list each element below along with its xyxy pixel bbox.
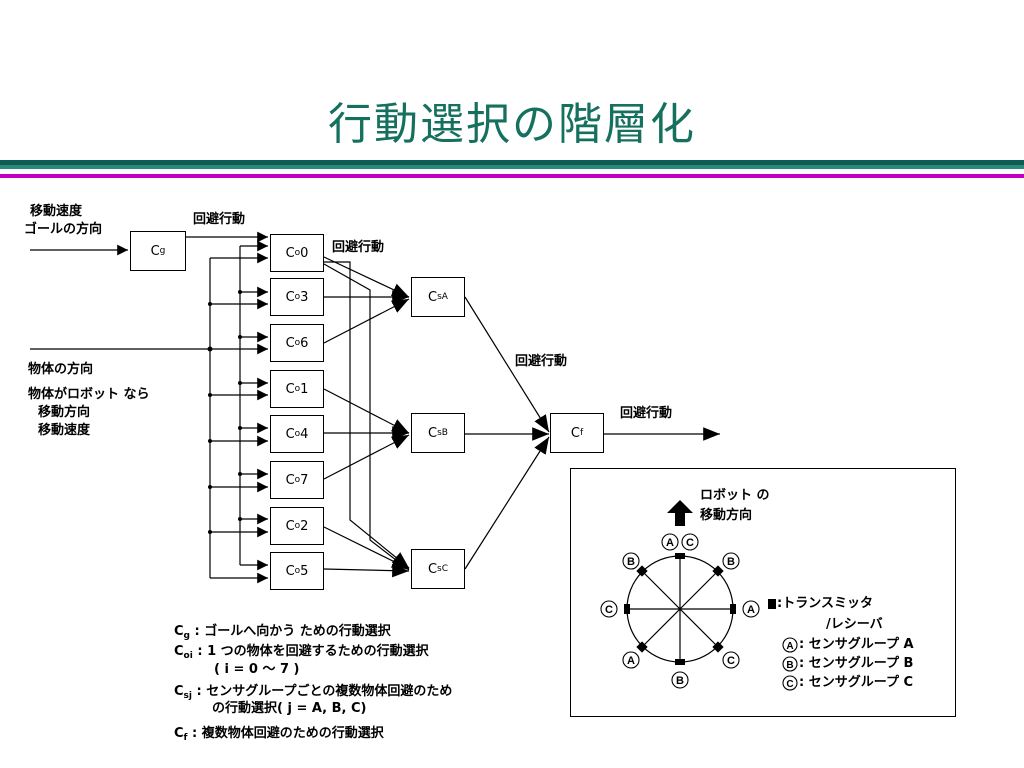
input-robot-move-direction: 移動方向 bbox=[38, 405, 91, 420]
ring-label-b-left: B bbox=[627, 556, 635, 568]
input-robot-condition: 物体がロボット なら bbox=[28, 387, 150, 402]
label-avoid-co0: 回避行動 bbox=[332, 240, 385, 255]
ring-label-c-left: C bbox=[605, 604, 613, 616]
sensor-legend-panel bbox=[570, 468, 956, 717]
robot-direction-label: ロボット の bbox=[700, 488, 770, 503]
label-avoid-mid: 回避行動 bbox=[515, 354, 568, 369]
definition-coi: Coi : 1 つの物体を回避するための行動選択 bbox=[174, 644, 429, 661]
ring-label-a-top: A bbox=[666, 537, 674, 549]
ring-label-c-top: C bbox=[686, 537, 694, 549]
legend-group-a: : センサグループ A bbox=[799, 637, 914, 652]
direction-arrow-icon bbox=[667, 500, 693, 526]
legend-group-b: : センサグループ B bbox=[799, 656, 914, 671]
label-avoid-top: 回避行動 bbox=[193, 212, 246, 227]
definition-cg: Cg : ゴールへ向かう ための行動選択 bbox=[174, 624, 391, 641]
robot-direction-label-2: 移動方向 bbox=[700, 508, 753, 523]
input-goal-speed: 移動速度 bbox=[30, 204, 83, 219]
input-robot-move-speed: 移動速度 bbox=[38, 423, 91, 438]
legend-mark-c: C bbox=[786, 679, 793, 690]
legend-receiver: /レシーバ bbox=[826, 617, 883, 632]
input-goal-direction: ゴールの方向 bbox=[24, 222, 103, 237]
legend-group-c: : センサグループ C bbox=[799, 675, 914, 690]
legend-transmitter: :トランスミッタ bbox=[777, 596, 873, 611]
sensor-group-circles bbox=[600, 533, 798, 691]
legend-mark-b: B bbox=[786, 660, 793, 671]
ring-label-a-right: A bbox=[747, 604, 755, 616]
ring-label-c-bottom: C bbox=[727, 655, 735, 667]
legend-mark-a: A bbox=[786, 641, 793, 652]
input-object-direction: 物体の方向 bbox=[28, 362, 94, 377]
ring-label-a-bottom: A bbox=[627, 655, 635, 667]
definition-csj-cont: の行動選択( j = A, B, C) bbox=[212, 701, 367, 716]
transmitter-marks bbox=[624, 500, 776, 665]
ring-label-b-bottom: B bbox=[676, 675, 684, 687]
title-divider-magenta bbox=[0, 174, 1024, 178]
definition-coi-range: ( i = 0 ～ 7 ) bbox=[214, 662, 300, 677]
label-avoid-out: 回避行動 bbox=[620, 406, 673, 421]
title-divider bbox=[0, 160, 1024, 165]
title-divider-teal bbox=[0, 165, 1024, 169]
definition-cf: Cf : 複数物体回避のための行動選択 bbox=[174, 726, 384, 743]
slide-title: 行動選択の階層化 bbox=[328, 99, 696, 150]
ring-label-b-right: B bbox=[727, 556, 735, 568]
definition-csj: Csj : センサグループごとの複数物体回避のため bbox=[174, 684, 453, 701]
